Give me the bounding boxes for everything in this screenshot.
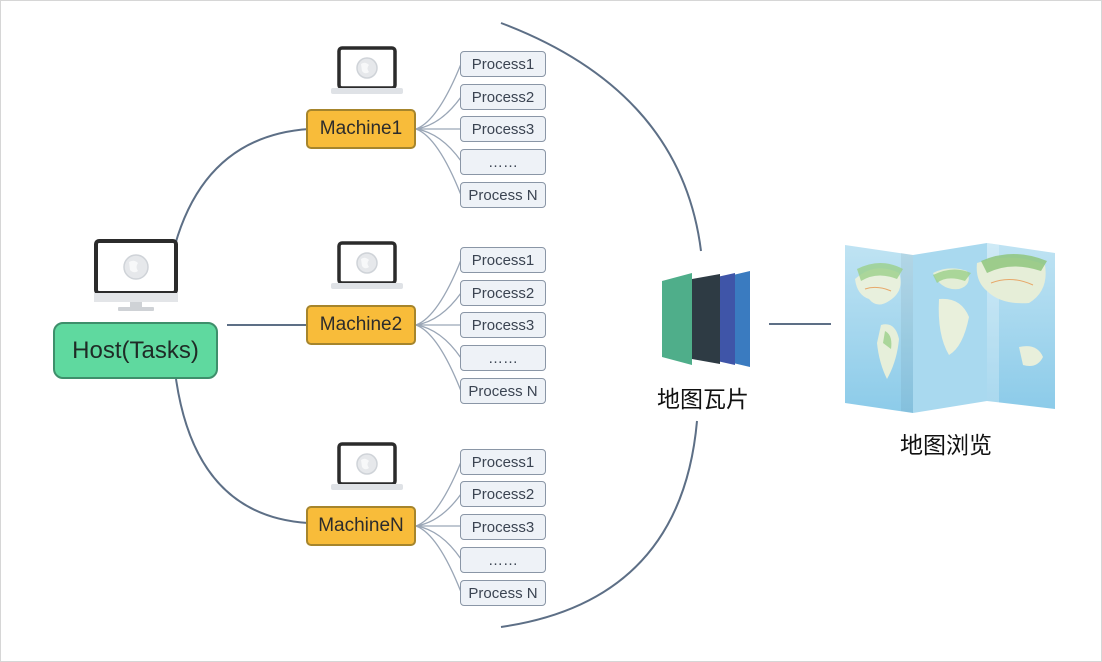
process-box: Process1 <box>460 51 546 77</box>
process-box: Process3 <box>460 116 546 142</box>
connector-host-machine1 <box>174 128 310 246</box>
tiles-label: 地图瓦片 <box>657 387 749 413</box>
process-box-ellipsis: …… <box>460 149 546 175</box>
process-box: Process1 <box>460 449 546 475</box>
process-box: Process2 <box>460 481 546 507</box>
process-box: Process N <box>460 378 546 404</box>
host-node: Host(Tasks) <box>53 322 218 379</box>
arc-top <box>500 22 702 252</box>
process-box-ellipsis: …… <box>460 547 546 573</box>
machine-node-1: Machine1 <box>306 109 416 149</box>
process-box-ellipsis: …… <box>460 345 546 371</box>
browse-label: 地图浏览 <box>900 433 992 459</box>
world-map-icon <box>845 243 1055 413</box>
process-box: Process2 <box>460 280 546 306</box>
process-box: Process N <box>460 580 546 606</box>
process-box: Process1 <box>460 247 546 273</box>
process-box: Process3 <box>460 312 546 338</box>
laptop-icon <box>331 442 403 490</box>
connector-host-machineN <box>175 378 309 524</box>
machine-node-2: Machine2 <box>306 305 416 345</box>
laptop-icon <box>331 46 403 94</box>
arc-bottom <box>500 420 698 628</box>
laptop-icon <box>331 241 403 289</box>
process-box: Process3 <box>460 514 546 540</box>
monitor-icon <box>94 239 178 311</box>
tile-layer-3 <box>717 273 735 365</box>
tile-layer-2 <box>692 274 720 364</box>
fan-machine1 <box>415 63 462 196</box>
process-box: Process N <box>460 182 546 208</box>
process-box: Process2 <box>460 84 546 110</box>
tile-layer-1 <box>662 273 692 365</box>
fan-machineN <box>415 461 462 593</box>
machine-node-n: MachineN <box>306 506 416 546</box>
map-tiles-icon <box>662 271 750 367</box>
fan-machine2 <box>415 259 462 392</box>
tile-layer-4 <box>733 271 750 367</box>
